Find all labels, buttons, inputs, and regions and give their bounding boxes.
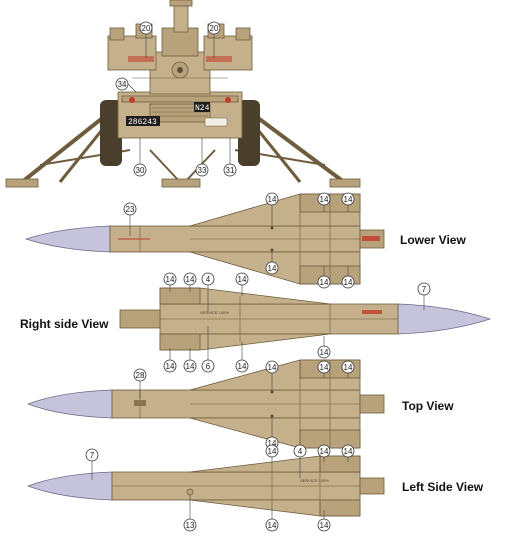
svg-text:33: 33 [198,166,207,175]
callout-34: 34 [115,77,137,93]
top-callout-14-a: 14 [265,360,279,392]
svg-text:14: 14 [320,348,329,357]
label-lower-view: Lower View [400,233,466,247]
number-plate-right [194,102,210,112]
left-callout-14-a: 14 [265,444,279,464]
callout-30: 30 [133,138,147,177]
svg-text:14: 14 [320,278,329,287]
lower-callout-23: 23 [123,202,137,236]
left-wheel [100,100,122,166]
left-side-stencil: SERVICE 100% [300,478,329,483]
svg-text:14: 14 [320,521,329,530]
plate-right-text: N24 [195,104,210,113]
svg-text:14: 14 [166,275,175,284]
svg-text:7: 7 [90,451,95,460]
svg-text:20: 20 [210,24,219,33]
lower-callout-14-c: 14 [341,192,355,212]
launcher-turret [107,0,253,95]
right-callout-14-e: 14 [183,348,197,373]
plate-left-text: 286243 [128,118,157,127]
left-callout-14-e: 14 [317,510,331,532]
svg-text:7: 7 [422,285,427,294]
left-callout-13: 13 [183,495,197,532]
svg-text:31: 31 [226,166,235,175]
right-callout-14-c: 14 [235,272,249,296]
svg-text:20: 20 [142,24,151,33]
svg-text:28: 28 [136,371,145,380]
launcher-vehicle: 286243 N24 20 [5,0,361,188]
svg-text:30: 30 [136,166,145,175]
top-callout-28: 28 [133,368,147,398]
callout-31: 31 [223,138,237,177]
right-callout-4: 4 [201,272,215,312]
missile-top-view: 28 14 14 14 14 Top View [27,359,454,450]
callout-20-right: 20 [207,21,221,58]
missile-right-side-view: SERVICE 100% 14 14 4 14 7 [20,272,492,373]
svg-text:34: 34 [118,80,127,89]
svg-text:14: 14 [166,362,175,371]
lower-callout-14-f: 14 [341,266,355,289]
label-left-side-view: Left Side View [402,480,484,494]
label-right-side-view: Right side View [20,317,109,331]
svg-text:14: 14 [268,195,277,204]
top-callout-14-c: 14 [341,360,355,378]
svg-text:14: 14 [238,362,247,371]
callout-20-left: 20 [139,21,153,58]
right-wheel [238,100,260,166]
lower-callout-14-b: 14 [317,192,331,212]
missile-left-side-view: SERVICE 100% 7 14 4 14 14 [27,444,484,532]
svg-text:14: 14 [320,363,329,372]
right-callout-14-b: 14 [183,272,197,292]
right-callout-14-a: 14 [163,272,177,292]
top-callout-14-b: 14 [317,360,331,378]
svg-text:13: 13 [186,521,195,530]
right-callout-14-d: 14 [163,348,177,373]
svg-text:14: 14 [320,447,329,456]
lower-callout-14-e: 14 [317,266,331,289]
left-callout-14-c: 14 [341,444,355,462]
left-callout-4: 4 [293,444,307,478]
right-callout-7: 7 [417,282,431,310]
left-callout-14-d: 14 [265,508,279,532]
callout-33: 33 [195,138,209,177]
lower-callout-14-d: 14 [265,250,279,275]
missile-lower-view: 23 14 14 14 14 14 14 [24,192,466,289]
svg-text:14: 14 [238,275,247,284]
right-callout-6: 6 [201,326,215,373]
left-callout-7: 7 [85,448,99,480]
number-plate-left [126,116,160,126]
svg-text:14: 14 [268,363,277,372]
right-callout-14-g: 14 [317,336,331,359]
svg-text:14: 14 [268,439,277,448]
svg-text:6: 6 [206,362,211,371]
svg-text:14: 14 [344,195,353,204]
svg-text:14: 14 [320,195,329,204]
lower-callout-14-a: 14 [265,192,279,228]
left-callout-14-b: 14 [317,444,331,462]
svg-text:14: 14 [268,447,277,456]
svg-text:4: 4 [206,275,211,284]
svg-text:4: 4 [298,447,303,456]
label-top-view: Top View [402,399,454,413]
svg-text:14: 14 [186,362,195,371]
svg-text:14: 14 [186,275,195,284]
svg-text:14: 14 [268,264,277,273]
svg-text:14: 14 [344,363,353,372]
outrigger-pads [5,178,361,188]
svg-text:14: 14 [268,521,277,530]
svg-text:14: 14 [344,278,353,287]
right-side-stencil: SERVICE 100% [200,310,229,315]
svg-text:14: 14 [344,447,353,456]
svg-text:23: 23 [126,205,135,214]
right-callout-14-f: 14 [235,342,249,373]
